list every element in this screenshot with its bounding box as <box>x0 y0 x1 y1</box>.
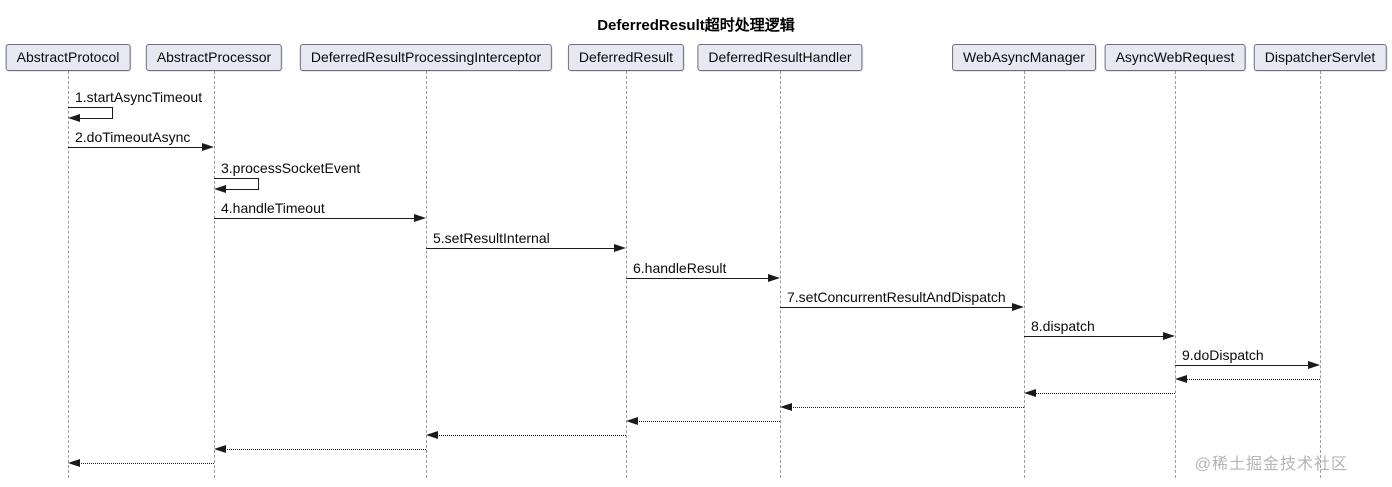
return-line <box>1035 393 1175 394</box>
lifeline <box>1320 71 1321 478</box>
participant-box: DeferredResult <box>567 44 685 71</box>
message-line <box>780 307 1013 308</box>
return-line <box>791 407 1024 408</box>
return-arrowhead-icon <box>1024 389 1036 397</box>
message-label: 2.doTimeoutAsync <box>75 129 191 145</box>
return-line <box>437 435 626 436</box>
arrowhead-icon <box>1163 332 1175 340</box>
participant-box: AsyncWebRequest <box>1104 44 1246 71</box>
participant-box: AbstractProcessor <box>145 44 283 71</box>
return-line <box>637 421 780 422</box>
participant-box: WebAsyncManager <box>952 44 1096 71</box>
lifeline <box>68 71 69 478</box>
lifeline <box>1175 71 1176 478</box>
lifeline <box>780 71 781 478</box>
return-arrowhead-icon <box>214 445 226 453</box>
self-message-line <box>226 189 258 190</box>
self-message-line <box>214 178 258 179</box>
return-arrowhead-icon <box>626 417 638 425</box>
lifeline <box>1024 71 1025 478</box>
return-line <box>1186 379 1320 380</box>
self-message-line <box>258 178 259 190</box>
message-label: 7.setConcurrentResultAndDispatch <box>787 289 1006 305</box>
arrowhead-icon <box>614 244 626 252</box>
message-line <box>626 278 769 279</box>
participant-box: DispatcherServlet <box>1253 44 1387 71</box>
arrowhead-icon <box>214 185 226 193</box>
participant-box: AbstractProtocol <box>5 44 131 71</box>
arrowhead-icon <box>202 143 214 151</box>
message-label: 5.setResultInternal <box>433 230 550 246</box>
return-line <box>225 449 426 450</box>
message-label: 1.startAsyncTimeout <box>75 89 203 105</box>
return-line <box>79 463 214 464</box>
message-label: 4.handleTimeout <box>221 200 325 216</box>
participant-box: DeferredResultHandler <box>697 44 863 71</box>
message-line <box>1024 336 1164 337</box>
message-line <box>1175 365 1309 366</box>
message-line <box>426 248 615 249</box>
message-label: 3.processSocketEvent <box>221 160 361 176</box>
arrowhead-icon <box>768 274 780 282</box>
self-message-line <box>112 107 113 119</box>
arrowhead-icon <box>1308 361 1320 369</box>
lifeline <box>426 71 427 478</box>
arrowhead-icon <box>414 214 426 222</box>
return-arrowhead-icon <box>426 431 438 439</box>
return-arrowhead-icon <box>68 459 80 467</box>
message-line <box>68 147 203 148</box>
message-label: 8.dispatch <box>1031 318 1095 334</box>
message-line <box>214 218 415 219</box>
self-message-line <box>80 118 112 119</box>
watermark: @稀土掘金技术社区 <box>1194 456 1348 473</box>
lifeline <box>214 71 215 478</box>
participant-box: DeferredResultProcessingInterceptor <box>299 44 553 71</box>
message-label: 9.doDispatch <box>1182 347 1264 363</box>
arrowhead-icon <box>68 114 80 122</box>
return-arrowhead-icon <box>780 403 792 411</box>
return-arrowhead-icon <box>1175 375 1187 383</box>
diagram-title: DeferredResult超时处理逻辑 <box>597 17 795 34</box>
arrowhead-icon <box>1012 303 1024 311</box>
self-message-line <box>68 107 112 108</box>
lifeline <box>626 71 627 478</box>
message-label: 6.handleResult <box>633 260 727 276</box>
